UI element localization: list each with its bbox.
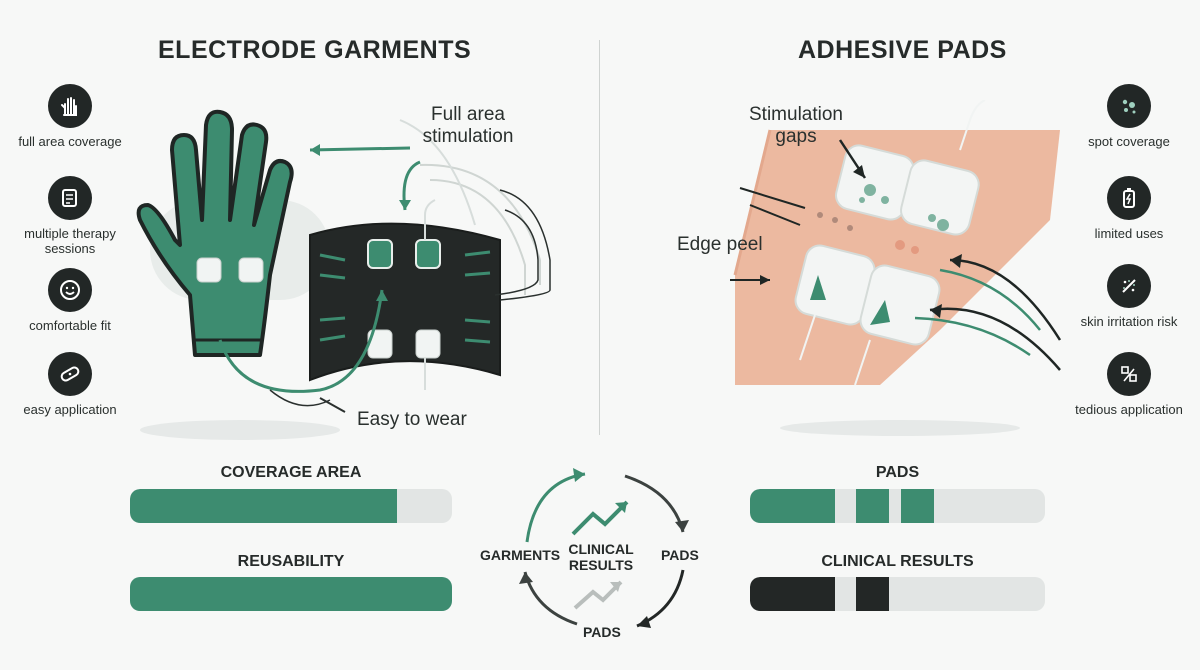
pads-bar <box>750 489 1045 523</box>
feature-label: spot coverage <box>1088 134 1170 149</box>
coverage-area-title: COVERAGE AREA <box>220 464 362 481</box>
feature-full-area-coverage: full area coverage <box>5 84 135 149</box>
center-divider <box>599 40 600 435</box>
coverage-area-fill <box>130 489 398 523</box>
clinical-segment <box>856 577 889 611</box>
feature-spot-coverage: spot coverage <box>1064 84 1194 149</box>
callout-full-area-stimulation: Full area stimulation <box>418 104 518 148</box>
adhesive-pads-title: ADHESIVE PADS <box>798 36 1007 64</box>
reusability-fill <box>130 577 452 611</box>
feature-label: comfortable fit <box>29 318 111 333</box>
pads-segment <box>750 489 835 523</box>
feature-label: tedious application <box>1075 402 1183 417</box>
irritation-icon <box>1107 264 1151 308</box>
clinical-segment <box>750 577 835 611</box>
skin-strip <box>735 130 1060 385</box>
cycle-clinical-text: CLINICAL RESULTS <box>568 541 634 573</box>
pads-segment <box>901 489 934 523</box>
trend-up-icon <box>571 500 629 536</box>
trend-up-faded-icon <box>573 580 623 610</box>
bandage-icon <box>48 352 92 396</box>
feature-label: limited uses <box>1094 226 1164 241</box>
cycle-pads-right-label: PADS <box>661 547 699 563</box>
cross-arrows-icon <box>1107 352 1151 396</box>
callout-easy-to-wear: Easy to wear <box>357 409 467 430</box>
cycle-garments-label: GARMENTS <box>480 547 561 563</box>
electrode-garments-title: ELECTRODE GARMENTS <box>158 36 472 64</box>
cycle-clinical-results-label: CLINICAL RESULTS <box>566 541 636 573</box>
feature-easy-application: easy application <box>5 352 135 417</box>
feature-multiple-therapy-sessions: multiple therapy sessions <box>5 176 135 256</box>
garment-illustration <box>136 109 551 440</box>
belt-icon <box>309 222 501 382</box>
smile-icon <box>48 268 92 312</box>
feature-tedious-application: tedious application <box>1064 352 1194 417</box>
dots-icon <box>1107 84 1151 128</box>
adhesive-pads-illustration <box>730 100 1062 436</box>
hand-icon <box>48 84 92 128</box>
battery-icon <box>1107 176 1151 220</box>
feature-label: full area coverage <box>18 134 122 149</box>
feature-label: skin irritation risk <box>1080 314 1178 329</box>
clinical-results-bar <box>750 577 1045 611</box>
pads-segment <box>856 489 889 523</box>
coverage-area-bar <box>130 489 452 523</box>
reusability-title: REUSABILITY <box>237 553 345 570</box>
callout-stimulation-gaps: Stimulation gaps <box>748 104 844 148</box>
document-icon <box>48 176 92 220</box>
callout-text: Stimulation gaps <box>749 104 843 147</box>
feature-skin-irritation-risk: skin irritation risk <box>1064 264 1194 329</box>
callout-edge-peel: Edge peel <box>677 234 763 255</box>
cycle-pads-bottom-label: PADS <box>583 624 621 640</box>
pads-title: PADS <box>875 464 920 481</box>
reusability-bar <box>130 577 452 611</box>
glove-icon <box>136 109 294 357</box>
clinical-results-title: CLINICAL RESULTS <box>821 553 974 570</box>
feature-label: easy application <box>23 402 117 417</box>
callout-text: Full area stimulation <box>422 104 514 147</box>
feature-comfortable-fit: comfortable fit <box>5 268 135 333</box>
feature-label: multiple therapy sessions <box>24 226 116 256</box>
feature-limited-uses: limited uses <box>1064 176 1194 241</box>
comparison-cycle <box>519 468 689 628</box>
